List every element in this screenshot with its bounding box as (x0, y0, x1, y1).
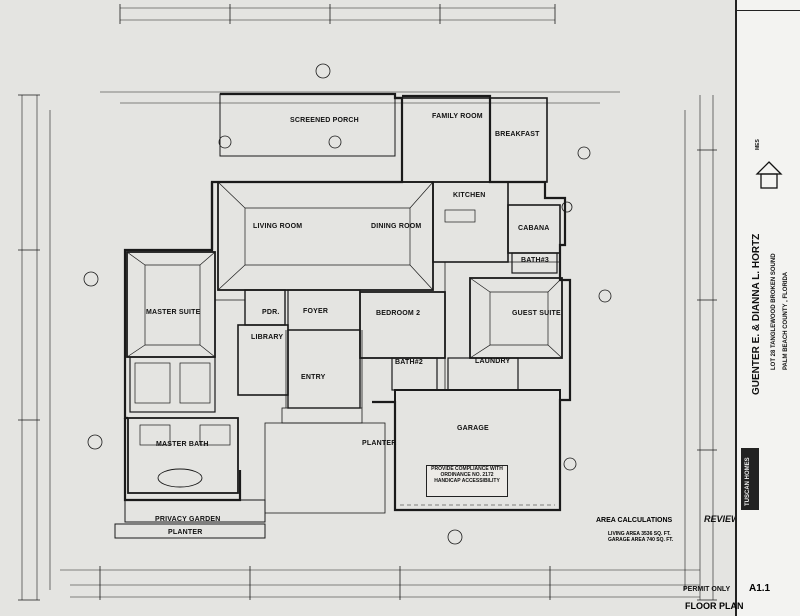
area-title: AREA CALCULATIONS (596, 517, 673, 524)
architect-logo (755, 160, 783, 190)
room-label-master-bath: MASTER BATH (156, 441, 209, 448)
reviewed-stamp: REVIEWED (704, 514, 753, 524)
sheet-title: FLOOR PLAN (685, 601, 744, 611)
room-label-dining-room: DINING ROOM (371, 223, 422, 230)
area-calculations: AREA CALCULATIONS LIVING AREA 3536 SQ. F… (596, 517, 706, 543)
title-block-header (737, 0, 800, 11)
room-label-planter-center: PLANTER (362, 440, 397, 447)
room-label-guest-suite: GUEST SUITE (512, 310, 561, 317)
room-label-master-suite: MASTER SUITE (146, 309, 201, 316)
notice-line-1: PROVIDE COMPLIANCE WITH (431, 466, 503, 472)
floor-plan-drawing (18, 4, 717, 601)
notice-line-2: ORDINANCE NO. 2172 (440, 472, 494, 478)
notice-line-3: HANDICAP ACCESSIBILITY (434, 478, 500, 484)
lot-description: LOT 28 TANGLEWOOD BROKEN SOUND (771, 253, 777, 370)
room-label-privacy-garden: PRIVACY GARDEN (155, 516, 221, 523)
sheet-number: A1.1 (749, 583, 771, 594)
builder-badge: TUSCAN HOMES (741, 448, 759, 510)
room-label-foyer: FOYER (303, 308, 329, 315)
room-label-library: LIBRARY (251, 334, 284, 341)
room-label-bath3: BATH#3 (521, 257, 549, 264)
room-label-pdr: PDR. (262, 309, 280, 316)
county-line: PALM BEACH COUNTY , FLORIDA (783, 271, 789, 370)
room-label-planter-bottom: PLANTER (168, 529, 203, 536)
room-label-family-room: FAMILY ROOM (432, 113, 483, 120)
architect-name: MES (755, 139, 761, 150)
room-label-bedroom-2: BEDROOM 2 (376, 310, 421, 317)
permit-only-stamp: PERMIT ONLY (683, 586, 731, 593)
room-label-laundry: LAUNDRY (475, 358, 511, 365)
compliance-notice: PROVIDE COMPLIANCE WITH ORDINANCE NO. 21… (426, 465, 508, 497)
room-label-entry: ENTRY (301, 374, 326, 381)
title-block: MES GUENTER E. & DIANNA L. HORTZ LOT 28 … (685, 0, 800, 616)
room-label-breakfast: BREAKFAST (495, 131, 540, 138)
room-label-garage: GARAGE (457, 425, 489, 432)
room-label-cabana: CABANA (518, 225, 550, 232)
room-label-bath2: BATH#2 (395, 359, 423, 366)
area-living: LIVING AREA 3536 SQ. FT. (608, 531, 671, 537)
builder-name: TUSCAN HOMES (745, 457, 751, 506)
room-label-screened-porch: SCREENED PORCH (290, 117, 359, 124)
room-label-kitchen: KITCHEN (453, 192, 486, 199)
room-label-living-room: LIVING ROOM (253, 223, 303, 230)
owner-name: GUENTER E. & DIANNA L. HORTZ (751, 233, 762, 395)
area-garage: GARAGE AREA 740 SQ. FT. (608, 537, 674, 543)
